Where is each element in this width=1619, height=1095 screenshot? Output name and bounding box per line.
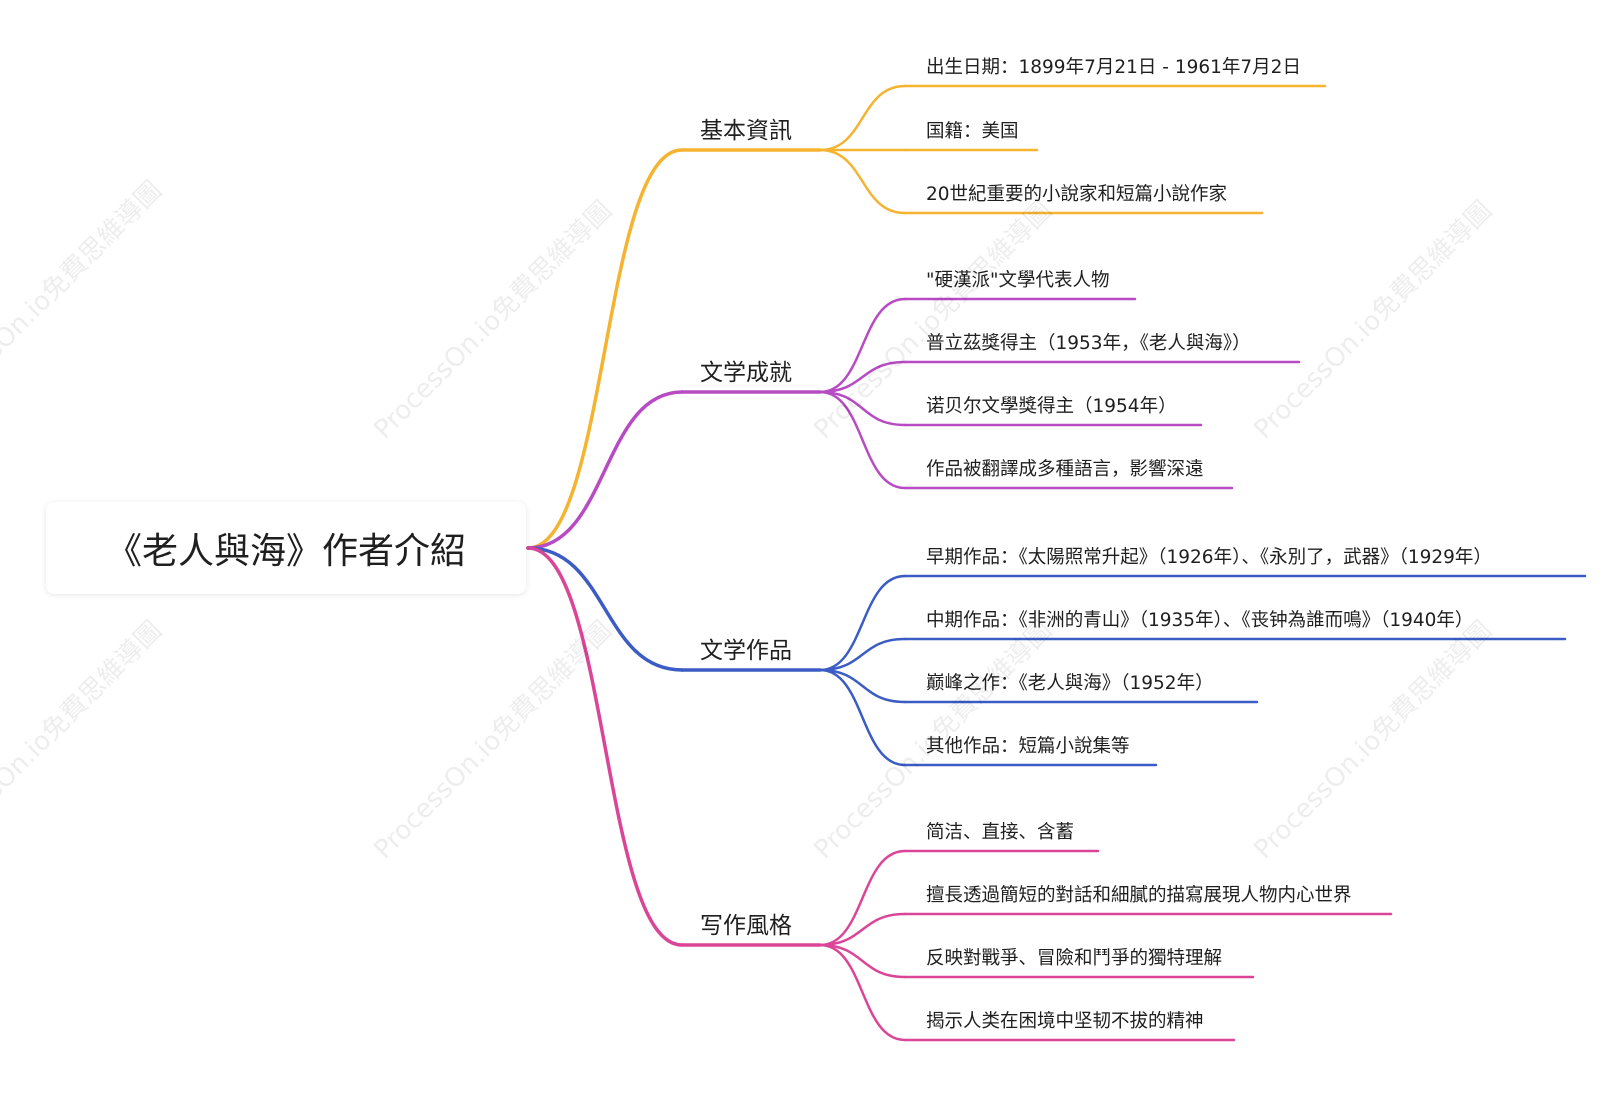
leaf-topic-0-0[interactable]: 出生日期：1899年7月21日 - 1961年7月2日 xyxy=(926,57,1301,78)
leaf-topic-0-1[interactable]: 国籍：美国 xyxy=(926,121,1019,142)
leaf-topic-2-3[interactable]: 其他作品：短篇小說集等 xyxy=(926,736,1130,757)
branch-topic-0[interactable]: 基本資訊 xyxy=(700,118,792,144)
leaf-connector-3-2 xyxy=(818,943,907,979)
leaf-connector-0-0 xyxy=(818,84,907,152)
leaf-topic-2-0[interactable]: 早期作品：《太陽照常升起》（1926年）、《永別了，武器》（1929年） xyxy=(926,547,1492,568)
leaf-connector-3-1 xyxy=(818,912,907,947)
leaf-connector-1-0 xyxy=(818,297,907,394)
branch-topic-2[interactable]: 文学作品 xyxy=(700,638,792,664)
branch-topic-3[interactable]: 写作風格 xyxy=(700,913,792,939)
branch-connector-2 xyxy=(526,546,684,672)
leaf-connector-2-2 xyxy=(818,668,907,704)
leaf-connector-1-3 xyxy=(818,390,907,490)
leaf-connector-2-1 xyxy=(818,637,907,672)
branch-connector-3 xyxy=(526,546,684,947)
leaf-topic-1-2[interactable]: 诺贝尔文學獎得主（1954年） xyxy=(926,396,1177,417)
leaf-topic-2-1[interactable]: 中期作品：《非洲的青山》（1935年）、《丧钟為誰而鳴》（1940年） xyxy=(926,610,1474,631)
root-topic-title: 《老人與海》作者介紹 xyxy=(105,531,466,572)
leaf-topic-3-0[interactable]: 简洁、直接、含蓄 xyxy=(926,822,1075,843)
leaf-connector-3-3 xyxy=(818,943,907,1042)
leaf-topic-3-1[interactable]: 擅長透過簡短的對話和細膩的描寫展現人物内心世界 xyxy=(926,885,1352,906)
leaf-connector-0-2 xyxy=(818,148,907,215)
leaf-topic-1-3[interactable]: 作品被翻譯成多種語言，影響深遠 xyxy=(926,459,1204,480)
leaf-connector-1-2 xyxy=(818,390,907,427)
leaf-topic-1-1[interactable]: 普立茲獎得主（1953年，《老人與海》） xyxy=(926,333,1251,354)
leaf-connector-2-3 xyxy=(818,668,907,767)
branch-connector-1 xyxy=(526,390,684,550)
leaf-topic-1-0[interactable]: "硬漢派"文學代表人物 xyxy=(926,270,1110,291)
leaf-topic-2-2[interactable]: 巅峰之作：《老人與海》（1952年） xyxy=(926,673,1214,694)
leaf-topic-0-2[interactable]: 20世紀重要的小說家和短篇小說作家 xyxy=(926,184,1228,205)
root-topic[interactable]: 《老人與海》作者介紹 xyxy=(46,502,526,594)
leaf-connector-1-1 xyxy=(818,360,907,394)
leaf-topic-3-3[interactable]: 揭示人类在困境中坚韧不拔的精神 xyxy=(926,1011,1204,1032)
leaf-connector-3-0 xyxy=(818,849,907,947)
branch-topic-1[interactable]: 文学成就 xyxy=(700,360,792,386)
leaf-connector-2-0 xyxy=(818,574,907,672)
leaf-topic-3-2[interactable]: 反映對戰爭、冒險和鬥爭的獨特理解 xyxy=(926,948,1223,969)
branch-connector-0 xyxy=(526,148,684,550)
